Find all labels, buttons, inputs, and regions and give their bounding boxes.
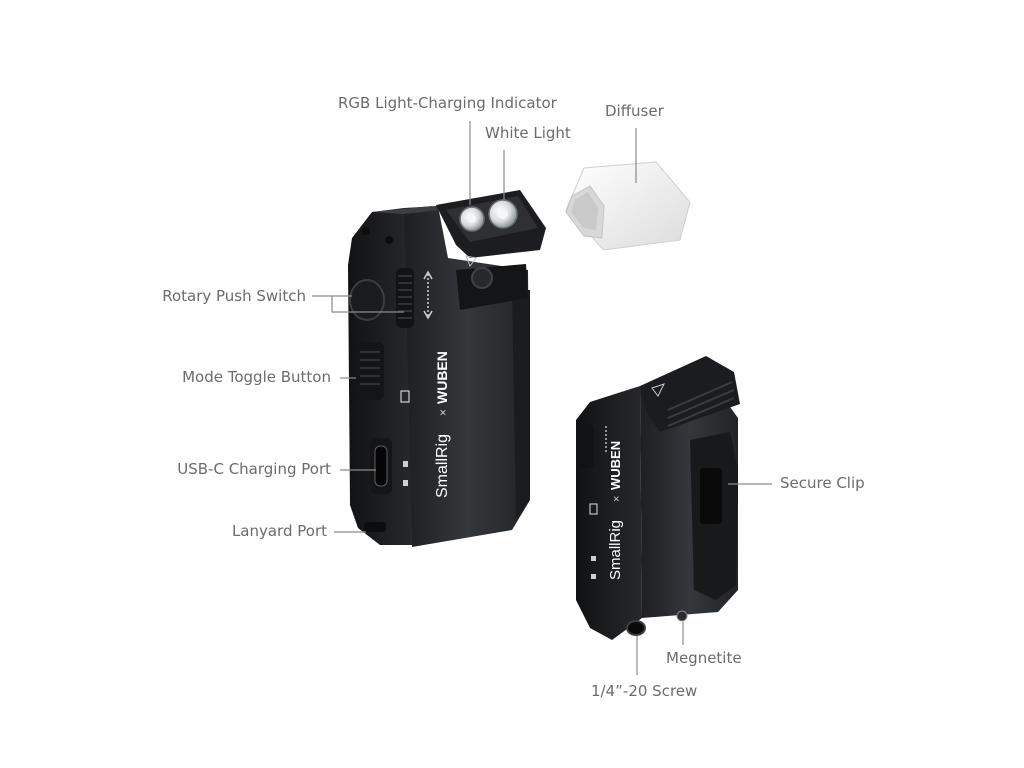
mode-toggle-button[interactable] [356,342,384,400]
label-mode-toggle: Mode Toggle Button [182,368,331,386]
front-partner-text: WUBEN [434,351,450,404]
leader-lines [312,121,772,675]
lock-icon [403,461,408,467]
back-warning-triangle-icon [651,383,665,397]
front-right-rail [512,290,530,520]
label-secure-clip: Secure Clip [780,474,865,492]
label-screw: 1/4”-20 Screw [591,682,698,700]
label-magnetite: Megnetite [666,649,742,667]
adjust-arrow-icon [423,270,433,320]
back-partner-text: WUBEN [608,441,623,490]
unlock-icon [403,480,408,486]
label-white-light: White Light [485,124,571,142]
back-light-unit: SmallRig × WUBEN [576,356,740,640]
white-light-led-core [498,209,508,219]
front-times-text: × [436,409,450,416]
back-times-text: × [611,496,623,502]
label-lanyard-port: Lanyard Port [231,522,327,540]
leader-rotary-switch [312,295,404,313]
front-light-unit: SmallRig × WUBEN [348,190,546,547]
mode-toggle-grip [360,351,380,385]
hinge-knob [471,267,493,289]
front-screw-2 [385,236,393,244]
back-light-head [640,356,740,432]
label-rgb-indicator: RGB Light-Charging Indicator [338,94,557,112]
back-head-ridges [667,381,735,427]
battery-icon [400,390,410,403]
back-rotary-wheel[interactable] [578,424,594,468]
rotary-wheel[interactable] [396,268,414,328]
warning-triangle-icon [465,255,477,268]
magnetite [676,610,688,622]
clip-slot [700,468,722,524]
light-head [436,190,546,258]
label-diffuser: Diffuser [605,102,664,120]
back-battery-icon [589,503,598,515]
front-main-face [404,206,530,547]
rotary-push-switch[interactable] [349,279,385,321]
label-rotary-switch: Rotary Push Switch [162,287,306,305]
back-lock-icon [591,556,596,561]
rgb-led-core [468,215,476,223]
lanyard-port[interactable] [364,522,386,532]
front-brand-text: SmallRig [434,434,451,498]
usbc-port[interactable] [374,445,388,487]
back-unlock-icon [591,574,596,579]
back-brand-text: SmallRig [607,520,624,580]
rotary-wheel-ridges [398,275,412,319]
label-usbc-port: USB-C Charging Port [177,460,331,478]
front-screw-1 [362,227,370,235]
front-top-step [372,206,440,214]
diffuser [565,161,691,251]
quarter-twenty-screw[interactable] [626,620,646,636]
